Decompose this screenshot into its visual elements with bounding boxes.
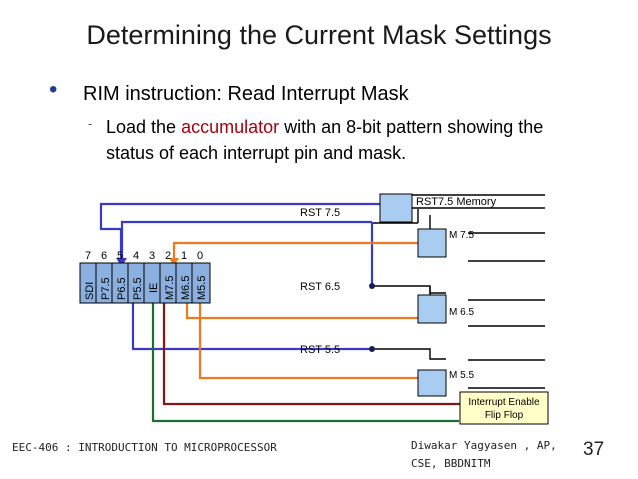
mask-block-m55 — [417, 369, 447, 397]
sub-text-after: with an 8-bit pattern showing the status… — [106, 117, 544, 163]
rst65-label: RST 6.5 — [300, 281, 340, 293]
sub-text-before: Load the — [106, 117, 182, 137]
junction-rst55 — [369, 346, 375, 352]
bit-number-4: 4 — [133, 250, 139, 262]
mask-label-m75: M 7.5 — [449, 230, 474, 241]
slide-title: Determining the Current Mask Settings — [86, 20, 552, 50]
footer-author: Diwakar Yagyasen , AP, CSE, BBDNITM — [411, 437, 571, 473]
bit-number-6: 6 — [101, 250, 107, 262]
mask-label-m55: M 5.5 — [449, 370, 474, 381]
page-number: 37 — [583, 439, 605, 460]
bullet-dot: • — [49, 76, 58, 103]
register-bit-3: IE — [148, 283, 160, 293]
accumulator-highlight: accumulator — [181, 117, 280, 137]
wire-p65b — [120, 220, 372, 260]
bit-number-7: 7 — [85, 250, 91, 262]
bit-number-5: 5 — [117, 250, 123, 262]
register-bit-4: P5.5 — [132, 277, 144, 300]
sub-bullet-dash: - — [88, 116, 93, 131]
accumulator-register: SDI P7.5 P6.5 P5.5 IE M7.5 M6.5 M5.5 — [79, 262, 211, 304]
interrupt-enable-flipflop — [459, 391, 549, 425]
flipflop-label-line2: Flip Flop — [485, 410, 524, 421]
input-lines — [372, 194, 545, 389]
wire-m65 — [185, 300, 445, 320]
rst75-memory-label: RST7.5 Memory — [416, 196, 497, 208]
sub-bullet-text: Load the accumulator with an 8-bit patte… — [106, 114, 596, 166]
junction-rst65 — [369, 283, 375, 289]
wires — [99, 202, 460, 423]
flipflop-label-line1: Interrupt Enable — [468, 397, 540, 408]
bit-number-1: 1 — [181, 250, 187, 262]
footer-author-line2: CSE, BBDNITM — [411, 457, 491, 470]
wire-m75 — [172, 241, 445, 258]
rst55-label: RST 5.5 — [300, 344, 340, 356]
mask-block-m65 — [417, 294, 447, 324]
register-bit-6: P7.5 — [100, 277, 112, 300]
mask-block-m75 — [417, 228, 447, 258]
rst75-label: RST 7.5 — [300, 207, 340, 219]
rst75-memory-block — [379, 193, 413, 223]
bit-number-2: 2 — [165, 250, 171, 262]
bit-numbers: 7 6 5 4 3 2 1 0 — [85, 250, 203, 262]
register-bit-5: P6.5 — [116, 277, 128, 300]
register-bit-0: M5.5 — [196, 276, 208, 300]
register-bit-7: SDI — [84, 282, 96, 300]
footer-course: EEC-406 : INTRODUCTION TO MICROPROCESSOR — [12, 441, 277, 454]
mask-label-m65: M 6.5 — [449, 307, 474, 318]
register-bit-1: M6.5 — [180, 276, 192, 300]
wire-m55 — [198, 300, 445, 380]
bit-number-0: 0 — [197, 250, 203, 262]
register-bit-2: M7.5 — [164, 276, 176, 300]
footer-author-line1: Diwakar Yagyasen , AP, — [411, 439, 557, 452]
bit-number-3: 3 — [149, 250, 155, 262]
wire-flipflop — [162, 300, 460, 406]
bullet-text: RIM instruction: Read Interrupt Mask — [83, 83, 409, 105]
wire-ie — [151, 300, 459, 423]
wire-p55 — [131, 300, 372, 351]
